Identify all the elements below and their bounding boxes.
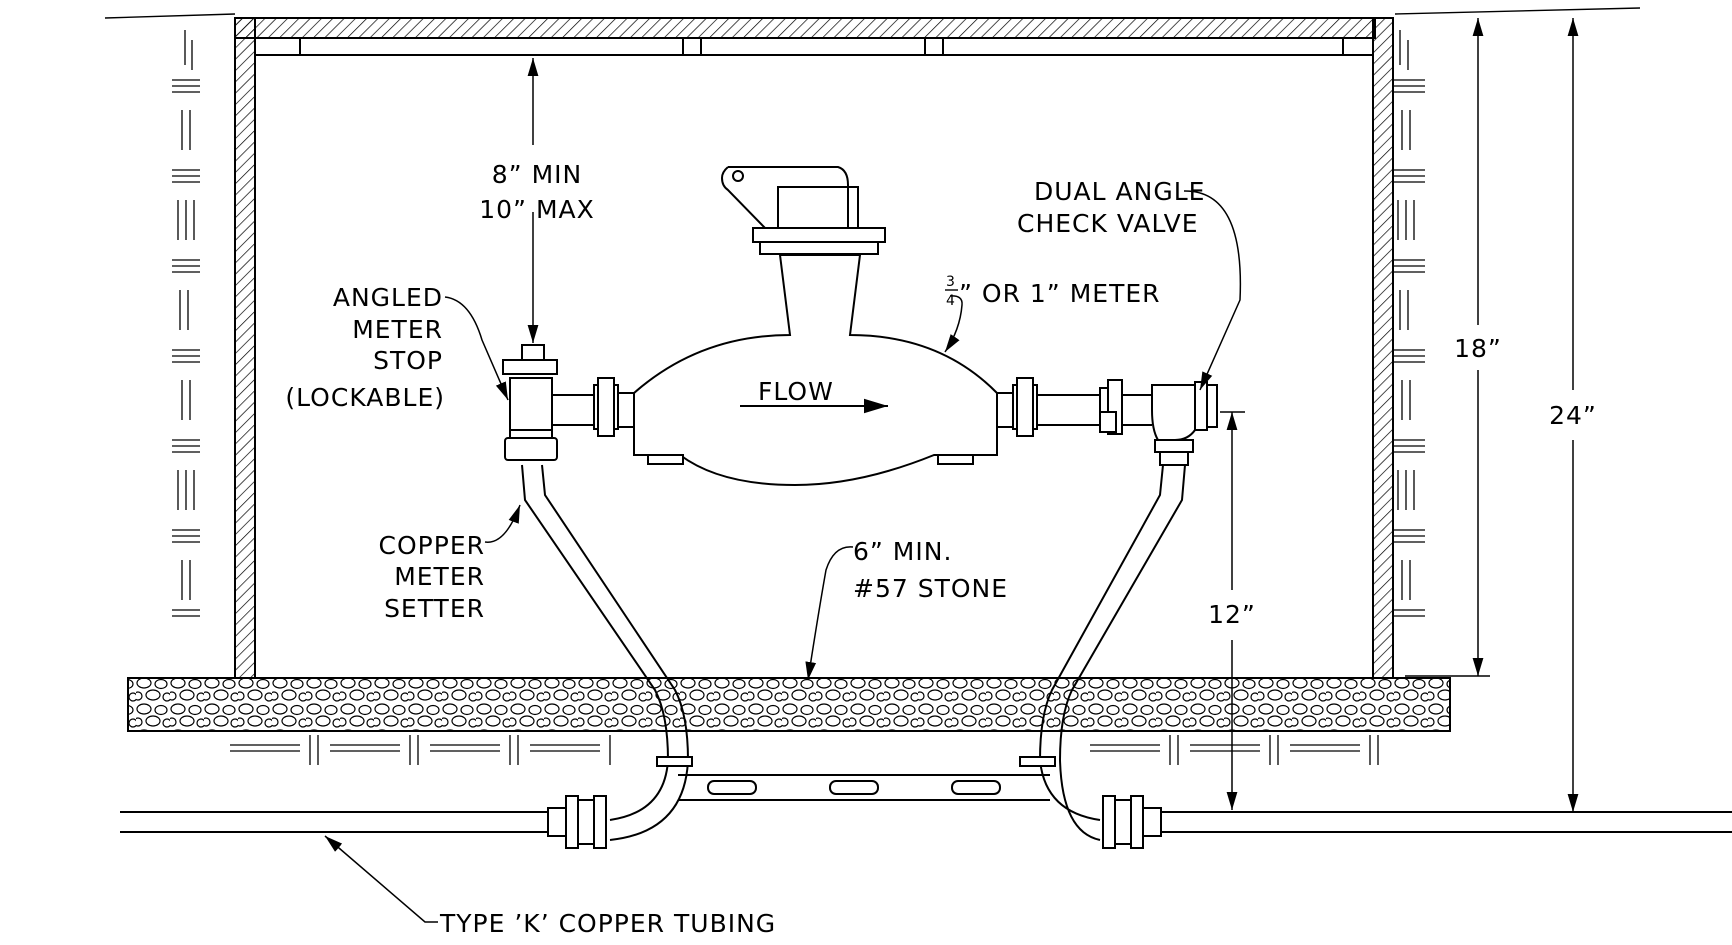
- setter-label-line3: SETTER: [384, 594, 485, 623]
- ground-surface: [104, 7, 1641, 19]
- stone-bed: [127, 677, 1451, 732]
- dim-18: [1405, 18, 1490, 677]
- dim-12: [1220, 411, 1245, 810]
- flow-label: FLOW: [758, 377, 834, 406]
- meter-stop-label-line1: ANGLED: [333, 283, 443, 312]
- check-valve-label-line1: DUAL ANGLE: [1034, 177, 1205, 206]
- clearance-label-line2: 10” MAX: [479, 195, 595, 224]
- tubing-label: TYPE ’K’ COPPER TUBING: [439, 909, 776, 938]
- clearance-label-line1: 8” MIN: [492, 160, 582, 189]
- leader-lines: [324, 190, 1242, 923]
- meter-stop-label-line2: METER: [352, 315, 443, 344]
- meter-stop-label-line3: STOP: [373, 346, 443, 375]
- meter-setter: [521, 464, 1186, 841]
- meter-size-fraction-den: 4: [946, 293, 956, 309]
- soil-texture: [172, 30, 1425, 765]
- check-valve-label-line2: CHECK VALVE: [1017, 209, 1199, 238]
- dual-angle-check-valve: [1099, 379, 1218, 466]
- dim-24: [1560, 18, 1590, 813]
- meter-box: [234, 17, 1394, 679]
- water-meter: [633, 166, 998, 487]
- service-line: [120, 811, 1732, 833]
- meter-union-inlet: [593, 377, 635, 437]
- meter-size-fraction-num: 3: [946, 274, 956, 290]
- meter-union-outlet: [996, 377, 1100, 437]
- meter-size-label: ” OR 1” METER: [959, 279, 1161, 308]
- service-coupling-left: [547, 795, 607, 849]
- dim-24-label: 24”: [1549, 401, 1597, 430]
- dim-18-label: 18”: [1454, 334, 1502, 363]
- setter-label-line2: METER: [394, 562, 485, 591]
- dim-12-label: 12”: [1208, 600, 1256, 629]
- stone-label-line2: #57 STONE: [853, 574, 1008, 603]
- meter-stop-label-line4: (LOCKABLE): [285, 383, 445, 412]
- stone-label-line1: 6” MIN.: [853, 537, 952, 566]
- setter-label-line1: COPPER: [379, 531, 485, 560]
- angled-meter-stop: [502, 344, 595, 461]
- service-coupling-right: [1102, 795, 1162, 849]
